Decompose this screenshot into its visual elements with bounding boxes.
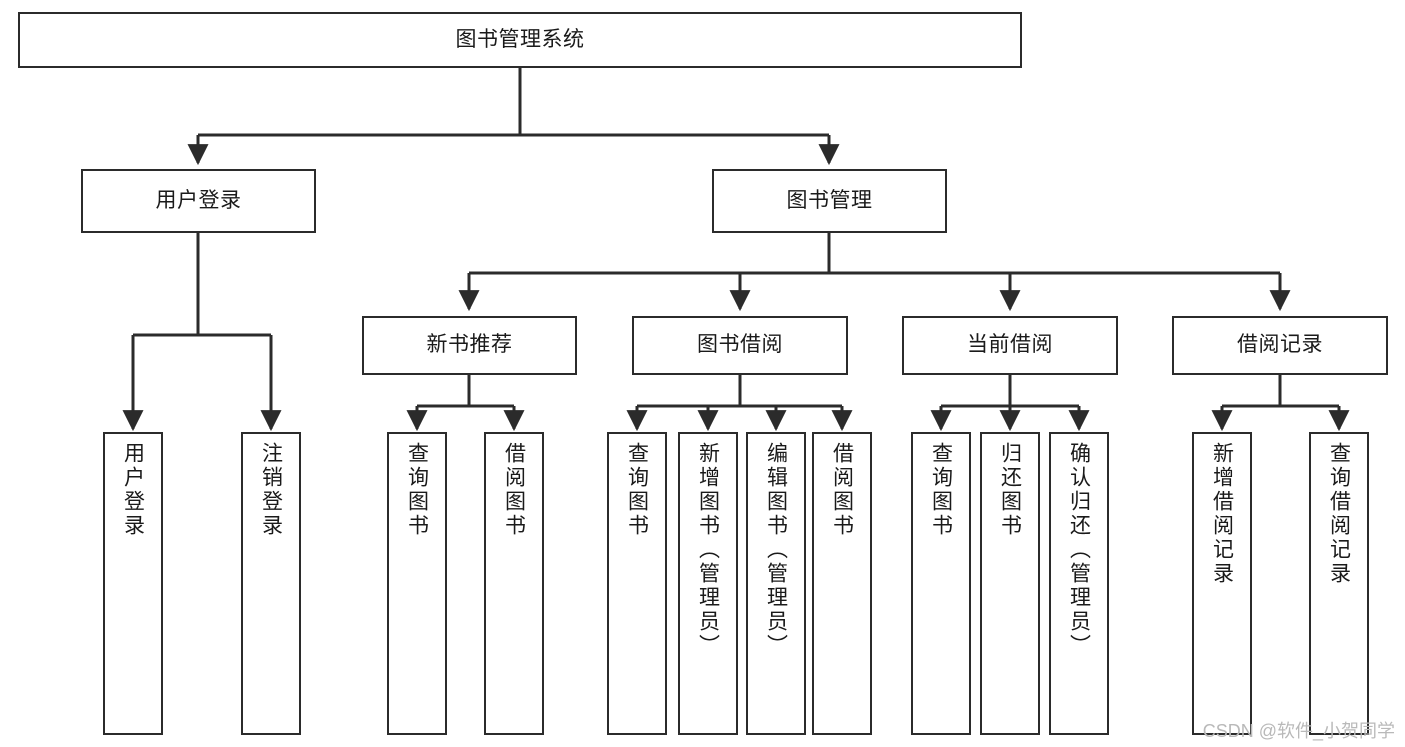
node-leaf-user-login[interactable]: 用户登录	[103, 432, 163, 735]
node-leaf-query-record[interactable]: 查询借阅记录	[1309, 432, 1369, 735]
node-leaf-confirm-return[interactable]: 确认归还（管理员）	[1049, 432, 1109, 735]
node-leaf-logout-login[interactable]: 注销登录	[241, 432, 301, 735]
node-label-leaf-edit-book: 编辑图书（管理员）	[764, 442, 788, 658]
node-label-leaf-query-book-2: 查询图书	[625, 442, 649, 538]
node-label-leaf-query-book-3: 查询图书	[929, 442, 953, 538]
node-new-book-recommend[interactable]: 新书推荐	[362, 316, 577, 375]
node-label-current-borrow: 当前借阅	[967, 333, 1053, 357]
node-label-leaf-user-login: 用户登录	[121, 442, 145, 538]
node-current-borrow[interactable]: 当前借阅	[902, 316, 1118, 375]
node-label-book-management: 图书管理	[786, 188, 873, 212]
node-root-system[interactable]: 图书管理系统	[18, 12, 1022, 68]
node-leaf-query-book-1[interactable]: 查询图书	[387, 432, 447, 735]
node-label-leaf-confirm-return: 确认归还（管理员）	[1067, 442, 1091, 658]
node-label-root: 图书管理系统	[455, 27, 585, 51]
node-leaf-edit-book[interactable]: 编辑图书（管理员）	[746, 432, 806, 735]
node-label-leaf-borrow-book-2: 借阅图书	[830, 442, 854, 538]
node-leaf-add-record[interactable]: 新增借阅记录	[1192, 432, 1252, 735]
node-label-leaf-borrow-book-1: 借阅图书	[502, 442, 526, 538]
node-book-borrow[interactable]: 图书借阅	[632, 316, 848, 375]
node-leaf-borrow-book-1[interactable]: 借阅图书	[484, 432, 544, 735]
node-borrow-record[interactable]: 借阅记录	[1172, 316, 1388, 375]
node-label-user-login: 用户登录	[155, 188, 242, 212]
node-label-new-book-recommend: 新书推荐	[426, 333, 513, 357]
node-book-management[interactable]: 图书管理	[712, 169, 947, 233]
node-label-leaf-query-book-1: 查询图书	[405, 442, 429, 538]
node-leaf-add-book[interactable]: 新增图书（管理员）	[678, 432, 738, 735]
node-leaf-return-book[interactable]: 归还图书	[980, 432, 1040, 735]
node-label-leaf-return-book: 归还图书	[998, 442, 1022, 538]
node-user-login[interactable]: 用户登录	[81, 169, 316, 233]
node-label-borrow-record: 借阅记录	[1237, 333, 1323, 357]
node-label-leaf-query-record: 查询借阅记录	[1327, 442, 1351, 586]
node-leaf-query-book-2[interactable]: 查询图书	[607, 432, 667, 735]
node-leaf-query-book-3[interactable]: 查询图书	[911, 432, 971, 735]
node-label-leaf-add-book: 新增图书（管理员）	[696, 442, 720, 658]
node-label-leaf-logout-login: 注销登录	[259, 442, 283, 538]
node-leaf-borrow-book-2[interactable]: 借阅图书	[812, 432, 872, 735]
node-label-leaf-add-record: 新增借阅记录	[1210, 442, 1234, 586]
node-label-book-borrow: 图书借阅	[697, 333, 783, 357]
